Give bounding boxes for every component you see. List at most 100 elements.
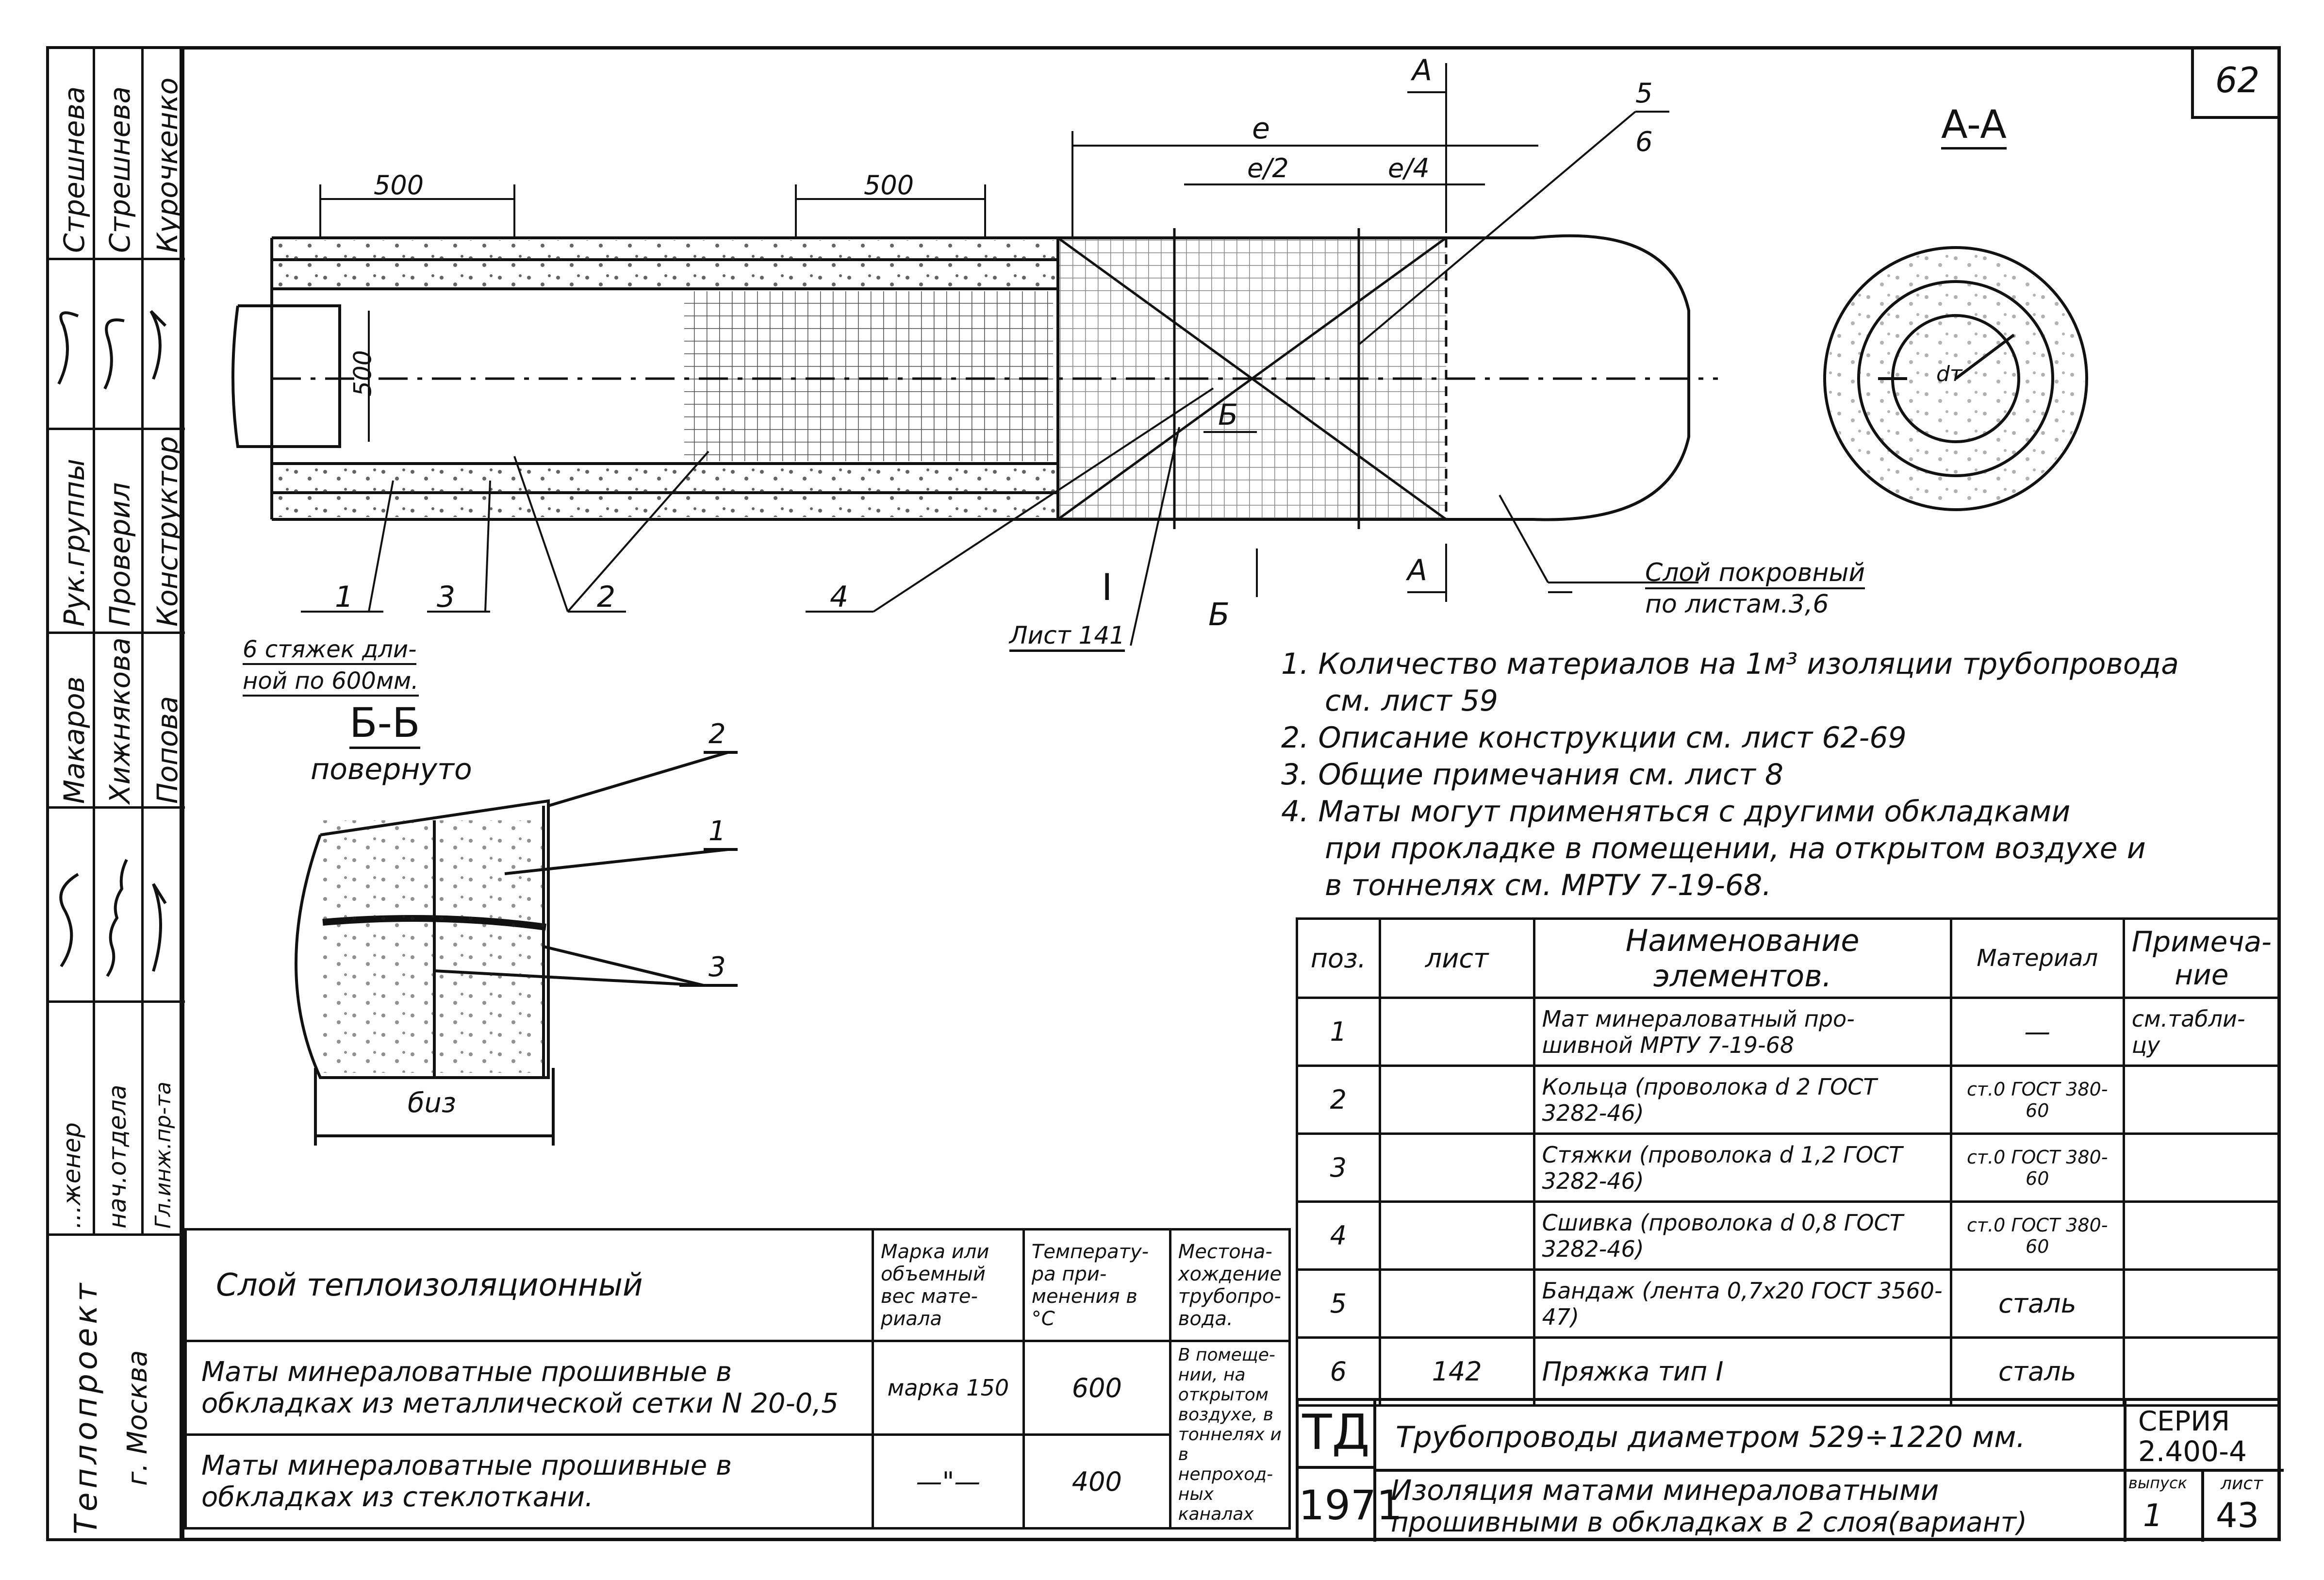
spec-cell: [2122, 1268, 2281, 1339]
callout-3: 3: [437, 580, 456, 614]
bandage-lines: [272, 228, 1718, 529]
table-row: Маты минераловатные прошивные в обкладка…: [184, 1340, 1291, 1530]
layer-h-2: Марка или объемный вес мате-риала: [871, 1228, 1025, 1342]
title-stamp: ТД: [1302, 1404, 1370, 1461]
note-line-6: при прокладке в помещении, на открытом в…: [1325, 832, 2146, 865]
spec-cell: [2122, 1200, 2281, 1271]
dimension-lines: [301, 63, 1698, 646]
cover-note-1: Слой покровный: [1645, 558, 1865, 589]
dim-500-b: 500: [864, 170, 914, 200]
title-block: ТД 1971 Трубопроводы диаметром 529÷1220 …: [1296, 1398, 2284, 1542]
layer-cell: —"—: [871, 1433, 1025, 1530]
cut-b-label: Б: [1218, 398, 1238, 432]
spec-cell: Пряжка тип I: [1533, 1336, 1952, 1407]
insulation-top: [274, 240, 1055, 286]
spec-cell: см.табли-цу: [2122, 997, 2281, 1067]
callout-1: 1: [335, 580, 354, 614]
spec-cell: ст.0 ГОСТ 380-60: [1949, 1132, 2125, 1203]
spec-cell: [1378, 1064, 1535, 1135]
issue-label: выпуск: [2128, 1474, 2187, 1492]
ref-I: I: [1102, 565, 1113, 609]
spec-cell: 3: [1296, 1132, 1381, 1203]
layer-header-row: Слой теплоизоляционный Марка или объемны…: [184, 1228, 1291, 1342]
sheet-value: 43: [2216, 1496, 2259, 1535]
title-line-1: Трубопроводы диаметром 529÷1220 мм.: [1396, 1420, 2026, 1454]
layer-cell: марка 150: [871, 1340, 1025, 1436]
spec-cell: Стяжки (проволока d 1,2 ГОСТ 3282-46): [1533, 1132, 1952, 1203]
spec-cell: [1378, 1200, 1535, 1271]
section-bb-subtitle: повернуто: [311, 752, 472, 786]
table-row: 5 Бандаж (лента 0,7х20 ГОСТ 3560-47) ста…: [1296, 1268, 2281, 1339]
note-line-3: 2. Описание конструкции см. лист 62-69: [1281, 721, 1907, 755]
spec-cell: Сшивка (проволока d 0,8 ГОСТ 3282-46): [1533, 1200, 1952, 1271]
callout-4: 4: [830, 580, 849, 614]
spec-h-material: Материал: [1949, 917, 2125, 999]
spec-cell: Бандаж (лента 0,7х20 ГОСТ 3560-47): [1533, 1268, 1952, 1339]
spec-cell: [1378, 1132, 1535, 1203]
spec-cell: 6: [1296, 1336, 1381, 1407]
section-bb-dim: бuз: [408, 1087, 456, 1119]
spec-h-pos: поз.: [1296, 917, 1381, 999]
spec-h-sheet: лист: [1378, 917, 1535, 999]
layer-cell: Маты минераловатные прошивные в обкладка…: [184, 1340, 874, 1436]
table-row: 3 Стяжки (проволока d 1,2 ГОСТ 3282-46) …: [1296, 1132, 2281, 1203]
spec-header-row: поз. лист Наименование элементов. Матери…: [1296, 917, 2281, 999]
layer-h-1: Слой теплоизоляционный: [184, 1228, 874, 1342]
layer-cell: 600: [1022, 1340, 1171, 1436]
table-row: Маты минераловатные прошивные в обкладка…: [184, 1433, 1290, 1530]
spec-cell: [2122, 1132, 2281, 1203]
note-line-5: 4. Маты могут применяться с другими обкл…: [1281, 795, 2071, 829]
dim-500-c: 500: [348, 350, 377, 397]
layer-h-4: Местона-хождение трубопро-вода.: [1169, 1228, 1291, 1342]
title-year: 1971: [1299, 1481, 1402, 1529]
spec-cell: 142: [1378, 1336, 1535, 1407]
section-aa-fill: [1827, 250, 2084, 507]
layer-h-3: Температу-ра при-менения в °С: [1022, 1228, 1171, 1342]
callout-6: 6: [1635, 126, 1653, 158]
cut-a-bottom: A: [1407, 553, 1428, 587]
signature-row-1: [57, 310, 167, 390]
spec-cell: —: [1949, 997, 2125, 1067]
signature-row-2: [59, 859, 167, 977]
cover-note-2: по листам.3,6: [1645, 590, 1829, 619]
spec-cell: 2: [1296, 1064, 1381, 1135]
spec-cell: [2122, 1064, 2281, 1135]
side-stamp: Стрешнева Стрешнева Курочкенко Рук.групп…: [46, 46, 185, 1541]
note-line-4: 3. Общие примечания см. лист 8: [1281, 758, 1784, 792]
section-bb-callout-1: 1: [709, 815, 726, 847]
insulation-bottom: [274, 466, 1055, 517]
cut-b-label2: Б: [1208, 597, 1230, 633]
cut-a-top: A: [1412, 53, 1433, 87]
table-row: 1 Мат минераловатный про-шивной МРТУ 7-1…: [1296, 997, 2281, 1067]
spec-cell: ст.0 ГОСТ 380-60: [1949, 1200, 2125, 1271]
callout-5: 5: [1635, 78, 1653, 109]
sheet-label: лист: [2221, 1474, 2263, 1494]
drawing-frame: [180, 46, 2281, 1541]
layer-cell: Маты минераловатные прошивные в обкладка…: [184, 1433, 874, 1530]
notes-block: 1. Количество материалов на 1м³ изоляции…: [1281, 646, 2242, 904]
layer-table: Слой теплоизоляционный Марка или объемны…: [184, 1228, 1291, 1530]
table-row: 4 Сшивка (проволока d 0,8 ГОСТ 3282-46) …: [1296, 1200, 2281, 1271]
ties-note-2: ной по 600мм.: [243, 667, 419, 697]
note-line-1: 1. Количество материалов на 1м³ изоляции…: [1281, 647, 2179, 681]
spec-cell: 4: [1296, 1200, 1381, 1271]
spec-cell: ст.0 ГОСТ 380-60: [1949, 1064, 2125, 1135]
layer-location: В помеще-нии, на открытом воздухе, в тон…: [1169, 1340, 1291, 1530]
title-line-2: Изоляция матами минераловатными: [1391, 1474, 1939, 1507]
series-value: 2.400-4: [2138, 1435, 2247, 1468]
dim-500-a: 500: [374, 170, 424, 200]
sheet-number-box: 62: [2191, 46, 2281, 119]
section-aa-dim: dт: [1936, 362, 1962, 386]
dim-e4: e/4: [1388, 153, 1430, 183]
spec-cell: 1: [1296, 997, 1381, 1067]
spec-cell: [1378, 1268, 1535, 1339]
section-bb-callout-3: 3: [709, 951, 726, 983]
note-line-2: см. лист 59: [1325, 684, 1499, 718]
section-bb-title: Б-Б: [349, 699, 420, 749]
table-row: 2 Кольца (проволока d 2 ГОСТ 3282-46) ст…: [1296, 1064, 2281, 1135]
dim-e: e: [1252, 112, 1270, 146]
spec-cell: 5: [1296, 1268, 1381, 1339]
note-line-7: в тоннелях см. МРТУ 7-19-68.: [1325, 868, 1772, 902]
layer-cell: 400: [1022, 1433, 1171, 1530]
